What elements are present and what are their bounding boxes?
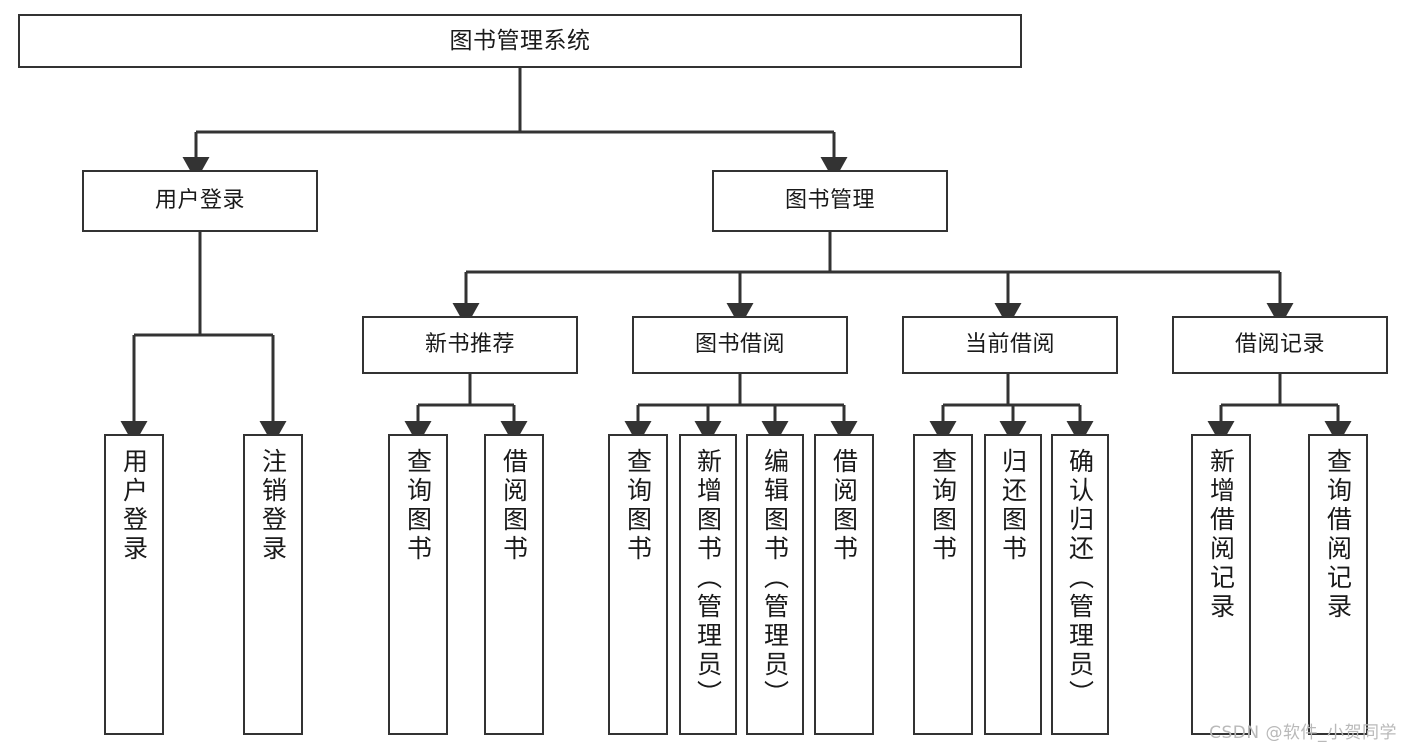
node-leaf-user-login[interactable]: 用户登录	[104, 434, 164, 735]
node-new-book-recommend[interactable]: 新书推荐	[362, 316, 578, 374]
node-label: 查询图书	[928, 448, 958, 564]
node-label: 新书推荐	[424, 332, 515, 358]
node-leaf-borrow-book-1[interactable]: 借阅图书	[484, 434, 544, 735]
node-root-system[interactable]: 图书管理系统	[18, 14, 1022, 68]
node-label: 图书管理系统	[449, 27, 591, 54]
node-label: 图书管理	[784, 188, 875, 214]
node-leaf-query-book-3[interactable]: 查询图书	[913, 434, 973, 735]
node-leaf-edit-book-admin[interactable]: 编辑图书（管理员）	[746, 434, 804, 735]
node-book-borrow[interactable]: 图书借阅	[632, 316, 848, 374]
node-label: 注销登录	[258, 448, 288, 564]
node-borrow-record[interactable]: 借阅记录	[1172, 316, 1388, 374]
node-label: 归还图书	[998, 448, 1028, 564]
node-leaf-add-book-admin[interactable]: 新增图书（管理员）	[679, 434, 737, 735]
node-label: 查询图书	[623, 448, 653, 564]
node-label: 当前借阅	[964, 332, 1055, 358]
node-label: 新增图书（管理员）	[693, 448, 723, 709]
node-current-borrow[interactable]: 当前借阅	[902, 316, 1118, 374]
node-label: 图书借阅	[694, 332, 785, 358]
node-label: 用户登录	[154, 188, 245, 214]
node-label: 新增借阅记录	[1206, 448, 1236, 622]
node-label: 确认归还（管理员）	[1065, 448, 1095, 709]
node-label: 借阅记录	[1234, 332, 1325, 358]
node-leaf-query-borrow-record[interactable]: 查询借阅记录	[1308, 434, 1368, 735]
node-leaf-add-borrow-record[interactable]: 新增借阅记录	[1191, 434, 1251, 735]
node-leaf-return-book[interactable]: 归还图书	[984, 434, 1042, 735]
node-book-manage[interactable]: 图书管理	[712, 170, 948, 232]
csdn-watermark: CSDN @软件_小贺同学	[1209, 723, 1397, 743]
node-label: 借阅图书	[499, 448, 529, 564]
node-label: 用户登录	[119, 448, 149, 564]
node-leaf-confirm-return-admin[interactable]: 确认归还（管理员）	[1051, 434, 1109, 735]
node-leaf-query-book-2[interactable]: 查询图书	[608, 434, 668, 735]
node-leaf-query-book-1[interactable]: 查询图书	[388, 434, 448, 735]
node-leaf-user-logout[interactable]: 注销登录	[243, 434, 303, 735]
node-label: 编辑图书（管理员）	[760, 448, 790, 709]
node-label: 借阅图书	[829, 448, 859, 564]
node-leaf-borrow-book-2[interactable]: 借阅图书	[814, 434, 874, 735]
node-label: 查询借阅记录	[1323, 448, 1353, 622]
node-user-login[interactable]: 用户登录	[82, 170, 318, 232]
node-label: 查询图书	[403, 448, 433, 564]
